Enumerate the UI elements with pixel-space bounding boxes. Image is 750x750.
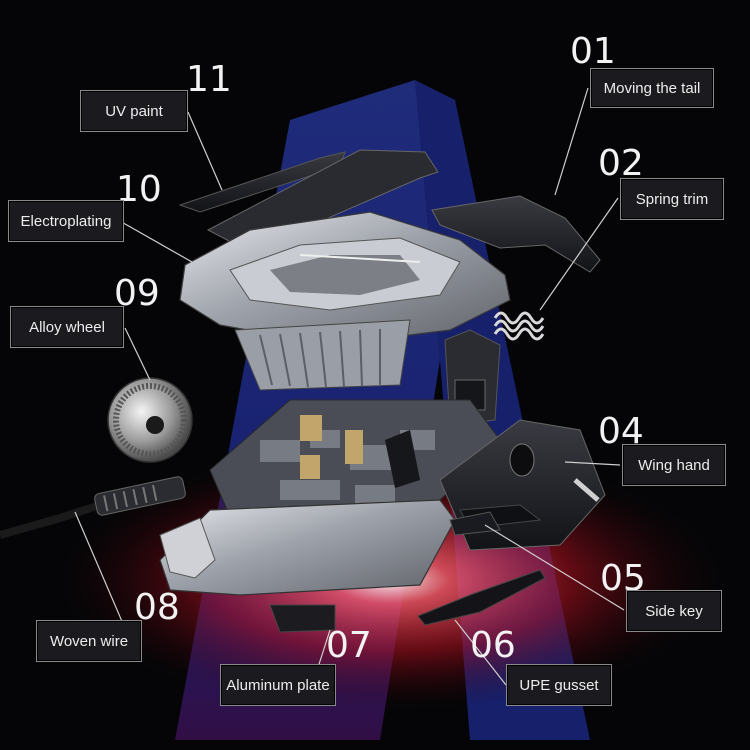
leader-05	[484, 524, 625, 611]
callout-label-aluminum-plate: Aluminum plate	[220, 664, 336, 706]
leader-01	[554, 87, 589, 196]
callout-label-alloy-wheel: Alloy wheel	[10, 306, 124, 348]
leader-09	[124, 327, 151, 381]
moving-tail-cover	[431, 195, 601, 273]
alloy-scroll-wheel	[107, 377, 193, 463]
callout-number-06: 06	[470, 625, 516, 666]
electroplating-frame	[179, 211, 511, 346]
callout-label-side-key: Side key	[626, 590, 722, 632]
side-key	[449, 511, 501, 536]
leader-04	[564, 461, 621, 466]
callout-number-11: 11	[186, 59, 232, 100]
leader-10	[117, 219, 193, 263]
callout-label-uv-paint: UV paint	[80, 90, 188, 132]
leader-11	[187, 111, 223, 191]
callout-label-wing-hand: Wing hand	[622, 444, 726, 486]
callout-number-04: 04	[598, 411, 644, 452]
aluminum-base-plate	[159, 499, 456, 596]
leader-02	[539, 197, 619, 311]
callout-number-01: 01	[570, 31, 616, 72]
callout-label-moving-the-tail: Moving the tail	[590, 68, 714, 108]
spring-trim	[493, 311, 545, 341]
callout-label-upe-gusset: UPE gusset	[506, 664, 612, 706]
callout-number-07: 07	[326, 625, 372, 666]
callout-number-02: 02	[598, 143, 644, 184]
uv-paint-shell	[178, 149, 439, 253]
upe-gusset-feet	[269, 569, 546, 633]
callout-label-woven-wire: Woven wire	[36, 620, 142, 662]
callout-number-08: 08	[134, 587, 180, 628]
callout-label-spring-trim: Spring trim	[620, 178, 724, 220]
leader-08	[74, 511, 131, 641]
callout-label-electroplating: Electroplating	[8, 200, 124, 242]
callout-number-09: 09	[114, 273, 160, 314]
woven-wire-cable	[0, 476, 186, 539]
leader-06	[454, 619, 507, 686]
